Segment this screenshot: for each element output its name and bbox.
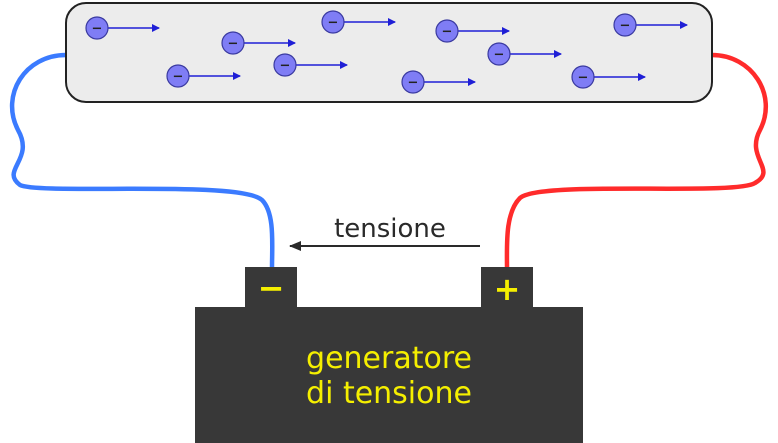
- electron-circle: [273, 53, 297, 77]
- electron-charge-sign: −: [173, 70, 184, 85]
- positive-wire: [504, 52, 768, 271]
- electron: −: [401, 70, 476, 94]
- electron: −: [166, 64, 241, 88]
- electron-charge-sign: −: [328, 16, 339, 31]
- electron-charge-sign: −: [578, 71, 589, 86]
- electron-charge-sign: −: [92, 22, 103, 37]
- electron: −: [85, 16, 160, 40]
- negative-terminal: [245, 267, 297, 308]
- positive-sign: +: [494, 270, 521, 308]
- electrons-group: − − − − − − − − − −: [85, 10, 688, 94]
- negative-wire: [9, 52, 275, 271]
- electron-charge-sign: −: [494, 48, 505, 63]
- electron: −: [487, 42, 562, 66]
- electron-circle: [166, 64, 190, 88]
- electron-circle: [613, 13, 637, 37]
- positive-terminal: [481, 267, 533, 308]
- negative-sign: −: [258, 269, 285, 307]
- electron-charge-sign: −: [408, 76, 419, 91]
- electron-charge-sign: −: [442, 25, 453, 40]
- electron-circle: [571, 65, 595, 89]
- electron-charge-sign: −: [228, 37, 239, 52]
- electron-circle: [221, 31, 245, 55]
- electron: −: [435, 19, 510, 43]
- electron: −: [321, 10, 396, 34]
- electron-circle: [435, 19, 459, 43]
- electron: −: [613, 13, 688, 37]
- generator-label-line2: di tensione: [306, 376, 472, 411]
- electron-charge-sign: −: [280, 59, 291, 74]
- electron: −: [273, 53, 348, 77]
- electron-charge-sign: −: [620, 19, 631, 34]
- electron: −: [221, 31, 296, 55]
- electron-circle: [401, 70, 425, 94]
- battery-body: [195, 307, 583, 443]
- electron: −: [571, 65, 646, 89]
- conductor-rod: [65, 2, 713, 103]
- tension-label: tensione: [334, 214, 446, 244]
- generator-label-line1: generatore: [306, 341, 472, 376]
- electron-circle: [85, 16, 109, 40]
- electron-circle: [321, 10, 345, 34]
- electron-circle: [487, 42, 511, 66]
